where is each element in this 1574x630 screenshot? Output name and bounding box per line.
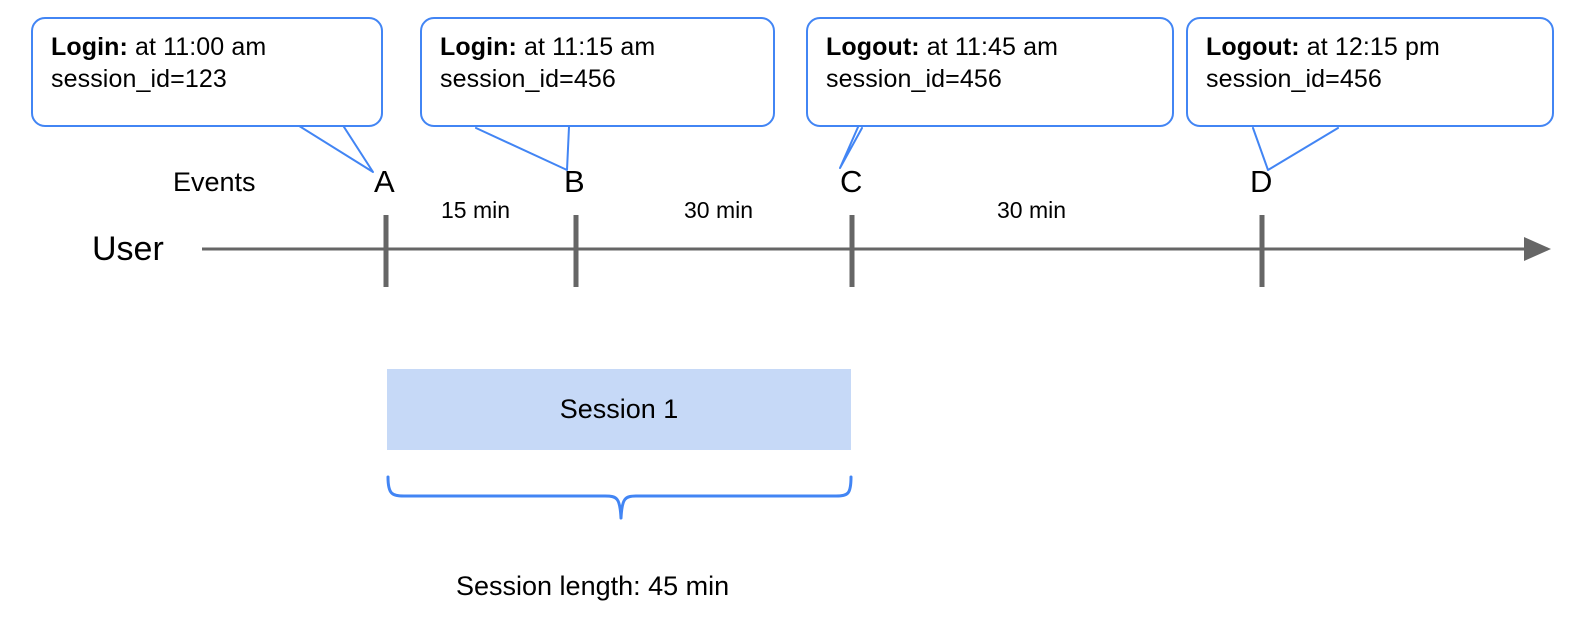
callout-b-time: at 11:15 am — [516, 33, 656, 61]
callout-a-kind: Login: — [51, 33, 128, 61]
callout-c-time: at 11:45 am — [919, 33, 1059, 61]
callout-tail-c — [839, 117, 863, 169]
callout-d-line1: Logout: at 12:15 pm — [1206, 31, 1536, 63]
interval-label-cd: 30 min — [997, 197, 1067, 223]
callout-a-time: at 11:00 am — [127, 33, 267, 61]
callout-a-line1: Login: at 11:00 am — [51, 31, 365, 63]
callout-box-b[interactable]: Login: at 11:15 am session_id=456 — [420, 17, 775, 127]
session-bar[interactable]: Session 1 — [387, 369, 851, 450]
session-brace — [386, 475, 853, 520]
session-bar-label: Session 1 — [559, 394, 679, 424]
callout-box-d[interactable]: Logout: at 12:15 pm session_id=456 — [1186, 17, 1554, 127]
callout-b-line2: session_id=456 — [440, 65, 616, 93]
callout-c-line1: Logout: at 11:45 am — [826, 31, 1156, 63]
callout-b-line1: Login: at 11:15 am — [440, 31, 757, 63]
callout-b-kind: Login: — [440, 33, 517, 61]
lane-label-events: Events — [173, 167, 256, 197]
callout-box-c[interactable]: Logout: at 11:45 am session_id=456 — [806, 17, 1174, 127]
interval-label-ab: 15 min — [441, 197, 511, 223]
event-label-b: B — [564, 164, 585, 199]
callout-a-line2: session_id=123 — [51, 65, 227, 93]
callout-d-kind: Logout: — [1206, 33, 1300, 61]
lane-label-user: User — [92, 230, 164, 268]
callout-box-a[interactable]: Login: at 11:00 am session_id=123 — [31, 17, 383, 127]
event-label-a: A — [374, 164, 395, 199]
event-label-c: C — [840, 164, 863, 199]
interval-label-bc: 30 min — [684, 197, 754, 223]
callout-tail-a — [295, 112, 374, 173]
session-length-caption: Session length: 45 min — [456, 571, 730, 601]
callout-tail-b — [475, 126, 570, 171]
callout-d-line2: session_id=456 — [1206, 65, 1382, 93]
callout-tail-d — [1252, 127, 1339, 171]
event-label-d: D — [1250, 164, 1273, 199]
callout-c-kind: Logout: — [826, 33, 920, 61]
callout-d-time: at 12:15 pm — [1299, 33, 1440, 61]
callout-c-line2: session_id=456 — [826, 65, 1002, 93]
